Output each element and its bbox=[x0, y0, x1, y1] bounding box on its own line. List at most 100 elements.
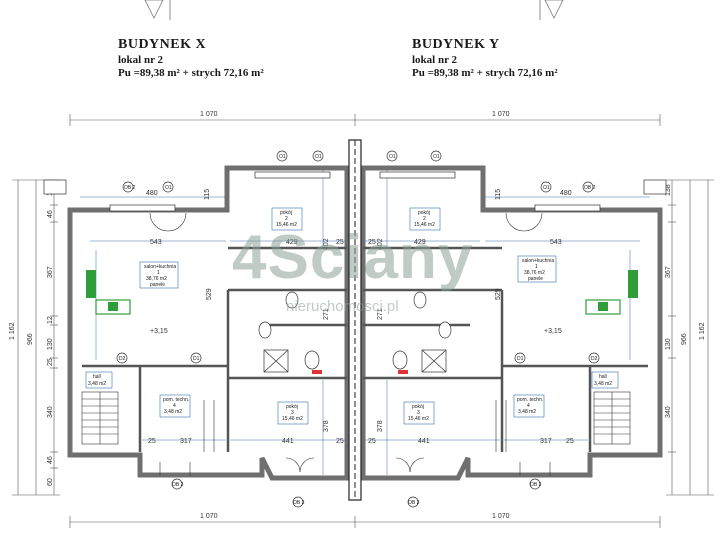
dim-bottom-right: 1 070 bbox=[492, 513, 510, 520]
room-label-pokoj-top-left: pokój 2 15,46 m2 bbox=[271, 207, 303, 231]
dim-402-left: 402 bbox=[323, 238, 330, 250]
room-label-techn-right: pom. techn. 4 3,48 m2 bbox=[513, 394, 545, 418]
window-tags-top bbox=[122, 150, 594, 193]
tag-ob3-c: OB 3 bbox=[408, 500, 420, 506]
party-wall bbox=[348, 139, 362, 501]
dim-top-right: 1 070 bbox=[492, 111, 510, 118]
room-techn-left-area: 3,48 m2 bbox=[164, 409, 182, 415]
tag-ob2-b: OB 2 bbox=[584, 185, 596, 191]
section-marker-left bbox=[144, 0, 171, 20]
red-markers bbox=[312, 370, 408, 374]
inner-dimension-lines bbox=[80, 170, 650, 475]
tag-o1-c: O1 bbox=[389, 154, 396, 160]
tag-ob3-b: OB 3 bbox=[293, 500, 305, 506]
dim-429-right: 429 bbox=[414, 239, 426, 246]
level-right: +3,15 bbox=[544, 328, 562, 335]
room-hall-right-area: 3,48 m2 bbox=[594, 381, 612, 387]
room-techn-right-area: 3,48 m2 bbox=[518, 409, 536, 415]
room-label-salon-right: salon+kuchnia 1 38,76 m2 panele bbox=[517, 255, 557, 283]
room-pokoj-tr-name: pokój bbox=[418, 210, 430, 216]
tag-o1-a: O1 bbox=[279, 154, 286, 160]
room-pokoj-br-num: 3 bbox=[417, 410, 420, 416]
room-pokoj-tl-num: 2 bbox=[285, 216, 288, 222]
dim-25-e: 25 bbox=[148, 438, 156, 445]
dim-25-c: 25 bbox=[336, 438, 344, 445]
room-salon-right-area: 38,76 m2 bbox=[524, 270, 545, 276]
room-label-salon-left: salon+kuchnia 1 38,76 m2 panele bbox=[139, 261, 179, 289]
dim-left-inner: 966 bbox=[27, 333, 34, 345]
dim-378-right: 378 bbox=[377, 420, 384, 432]
dim-271-right: 271 bbox=[377, 308, 384, 320]
tag-d2-b: D2 bbox=[591, 356, 598, 362]
tag-d1-b: D1 bbox=[517, 356, 524, 362]
bathroom-left bbox=[258, 291, 320, 373]
dim-left-25: 25 bbox=[47, 358, 54, 366]
dim-25-f: 25 bbox=[566, 438, 574, 445]
dimension-left bbox=[12, 179, 60, 496]
tag-d1-a: D1 bbox=[193, 356, 200, 362]
dim-378-left: 378 bbox=[323, 420, 330, 432]
room-pokoj-bl-area: 15,46 m2 bbox=[282, 416, 303, 422]
stairs-left bbox=[81, 391, 119, 445]
dim-25-a: 25 bbox=[336, 239, 344, 246]
bathroom-right bbox=[392, 291, 452, 373]
tag-ob3-d: OB 3 bbox=[530, 482, 542, 488]
room-label-pokoj-bottom-left: pokój 3 15,46 m2 bbox=[277, 401, 309, 425]
section-marker-right bbox=[539, 0, 564, 20]
building-y-area: Pu =89,38 m² + strych 72,16 m² bbox=[412, 67, 558, 80]
doors-left bbox=[149, 212, 315, 476]
dim-left-46: 46 bbox=[47, 210, 54, 218]
room-label-hall-left: hall 3,48 m2 bbox=[85, 371, 113, 389]
dim-317-right: 317 bbox=[540, 438, 552, 445]
dim-right-130: 130 bbox=[665, 338, 672, 350]
interior-walls bbox=[82, 246, 648, 452]
building-x-title: BUDYNEK X bbox=[118, 37, 207, 52]
watermark-tagline: nieruchomosci.pl bbox=[286, 298, 399, 315]
room-pokoj-bl-name: pokój bbox=[286, 404, 298, 410]
header-building-y: BUDYNEK Y lokal nr 2 Pu =89,38 m² + stry… bbox=[412, 36, 558, 81]
dim-25-d: 25 bbox=[368, 438, 376, 445]
room-label-pokoj-bottom-right: pokój 3 15,46 m2 bbox=[403, 401, 435, 425]
dim-529-left: 529 bbox=[206, 288, 213, 300]
tag-ob3-a: OB 3 bbox=[172, 482, 184, 488]
room-techn-left-num: 4 bbox=[173, 403, 176, 409]
room-pokoj-br-area: 15,46 m2 bbox=[408, 416, 429, 422]
dim-115-left: 115 bbox=[204, 189, 211, 200]
room-label-hall-right: hall 3,48 m2 bbox=[591, 371, 619, 389]
dim-right-367: 367 bbox=[665, 266, 672, 278]
dim-left-367: 367 bbox=[47, 266, 54, 278]
dim-right-340: 340 bbox=[665, 406, 672, 418]
dim-left-total: 1 162 bbox=[9, 322, 16, 340]
room-hall-left-name: hall bbox=[93, 374, 101, 380]
dim-480-right: 480 bbox=[560, 190, 572, 197]
tag-ob2-a: OB 2 bbox=[124, 185, 136, 191]
tag-o1-d: O1 bbox=[433, 154, 440, 160]
room-techn-right-num: 4 bbox=[527, 403, 530, 409]
kitchen-green-right bbox=[585, 270, 638, 315]
dim-top-left: 1 070 bbox=[200, 111, 218, 118]
dim-480-left: 480 bbox=[146, 190, 158, 197]
room-salon-left-num: 1 bbox=[157, 270, 160, 276]
room-salon-left-area: 38,76 m2 bbox=[146, 276, 167, 282]
header-building-x: BUDYNEK X lokal nr 2 Pu =89,38 m² + stry… bbox=[118, 36, 264, 81]
building-x-unit: lokal nr 2 bbox=[118, 53, 164, 66]
doors-right bbox=[395, 212, 551, 476]
dim-right-inner: 966 bbox=[681, 333, 688, 345]
dim-left-12: 12 bbox=[47, 316, 54, 324]
room-salon-right-name: salon+kuchnia bbox=[522, 258, 554, 264]
room-hall-right-name: hall bbox=[599, 374, 607, 380]
dimension-right bbox=[666, 179, 714, 496]
dim-429-left: 429 bbox=[286, 239, 298, 246]
dimension-bottom bbox=[69, 516, 661, 528]
dim-left-46b: 46 bbox=[47, 456, 54, 464]
dimension-top bbox=[69, 114, 661, 126]
room-pokoj-tr-area: 15,46 m2 bbox=[414, 222, 435, 228]
window-tags-bottom bbox=[116, 352, 600, 508]
building-y-title: BUDYNEK Y bbox=[412, 37, 500, 52]
dim-271-left: 271 bbox=[323, 308, 330, 320]
tag-d2-a: D2 bbox=[119, 356, 126, 362]
room-pokoj-tl-area: 15,46 m2 bbox=[276, 222, 297, 228]
room-label-techn-left: pom. techn. 4 3,48 m2 bbox=[159, 394, 191, 418]
tag-o1-f: O1 bbox=[543, 185, 550, 191]
